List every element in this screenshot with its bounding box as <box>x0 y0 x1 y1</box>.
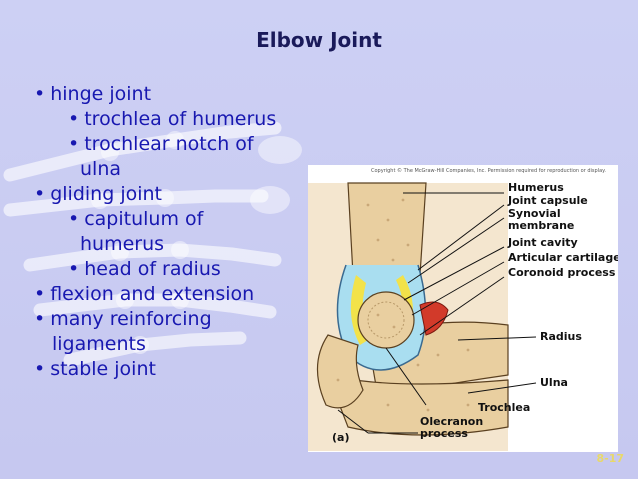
bullet-text: trochlear notch of <box>84 133 254 155</box>
bullet-list: •hinge joint•trochlea of humerus•trochle… <box>34 82 276 382</box>
bullet-text: head of radius <box>84 258 221 280</box>
bullet-text: trochlea of humerus <box>84 108 277 130</box>
bullet-text: many reinforcing <box>50 308 212 330</box>
bullet-item: •head of radius <box>34 257 276 282</box>
bullet-item: •many reinforcing <box>34 307 276 332</box>
page-number: 8-17 <box>596 452 624 465</box>
label-trochlea: Trochlea <box>478 401 531 414</box>
bullet-dot: • <box>68 108 80 130</box>
bullet-text: gliding joint <box>50 183 162 205</box>
bullet-item: ulna <box>34 157 276 182</box>
olecranon-process <box>316 334 364 409</box>
bullet-text: flexion and extension <box>50 283 255 305</box>
bullet-item: •hinge joint <box>34 82 276 107</box>
bullet-item: •trochlea of humerus <box>34 107 276 132</box>
elbow-diagram: Copyright © The McGraw-Hill Companies, I… <box>308 165 618 452</box>
bullet-text: humerus <box>80 233 165 255</box>
label-radius: Radius <box>540 330 582 343</box>
bullet-text: hinge joint <box>50 83 152 105</box>
bullet-item: ligaments <box>34 332 276 357</box>
copyright-notice: Copyright © The McGraw-Hill Companies, I… <box>371 168 606 174</box>
bullet-text: ulna <box>80 158 122 180</box>
label-joint-cavity: Joint cavity <box>508 236 578 249</box>
bullet-item: •capitulum of <box>34 207 276 232</box>
bullet-item: •trochlear notch of <box>34 132 276 157</box>
bullet-dot: • <box>68 258 80 280</box>
slide-title: Elbow Joint <box>256 28 382 52</box>
label-articular-cartilage: Articular cartilage <box>508 251 618 264</box>
bullet-dot: • <box>68 133 80 155</box>
label-humerus: Humerus <box>508 181 564 194</box>
label-membrane: membrane <box>508 219 575 232</box>
bullet-text: stable joint <box>50 358 156 380</box>
bullet-dot: • <box>68 208 80 230</box>
label-joint-capsule: Joint capsule <box>508 194 588 207</box>
bullet-dot: • <box>34 183 46 205</box>
bullet-item: •gliding joint <box>34 182 276 207</box>
bullet-dot: • <box>34 308 46 330</box>
panel-label: (a) <box>332 431 350 444</box>
label-ulna: Ulna <box>540 376 568 389</box>
bullet-dot: • <box>34 358 46 380</box>
bullet-dot: • <box>34 83 46 105</box>
bullet-item: humerus <box>34 232 276 257</box>
label-coronoid-process: Coronoid process <box>508 266 616 279</box>
label-olecranon-process: process <box>420 427 468 440</box>
bullet-item: •flexion and extension <box>34 282 276 307</box>
trochlea <box>357 291 415 349</box>
elbow-illustration <box>308 182 537 451</box>
bullet-text: capitulum of <box>84 208 204 230</box>
muscle <box>419 301 449 336</box>
bullet-item: •stable joint <box>34 357 276 382</box>
bullet-dot: • <box>34 283 46 305</box>
bullet-text: ligaments <box>52 333 146 355</box>
label-olecranon: Olecranon <box>420 415 484 428</box>
label-synovial: Synovial <box>508 207 561 220</box>
